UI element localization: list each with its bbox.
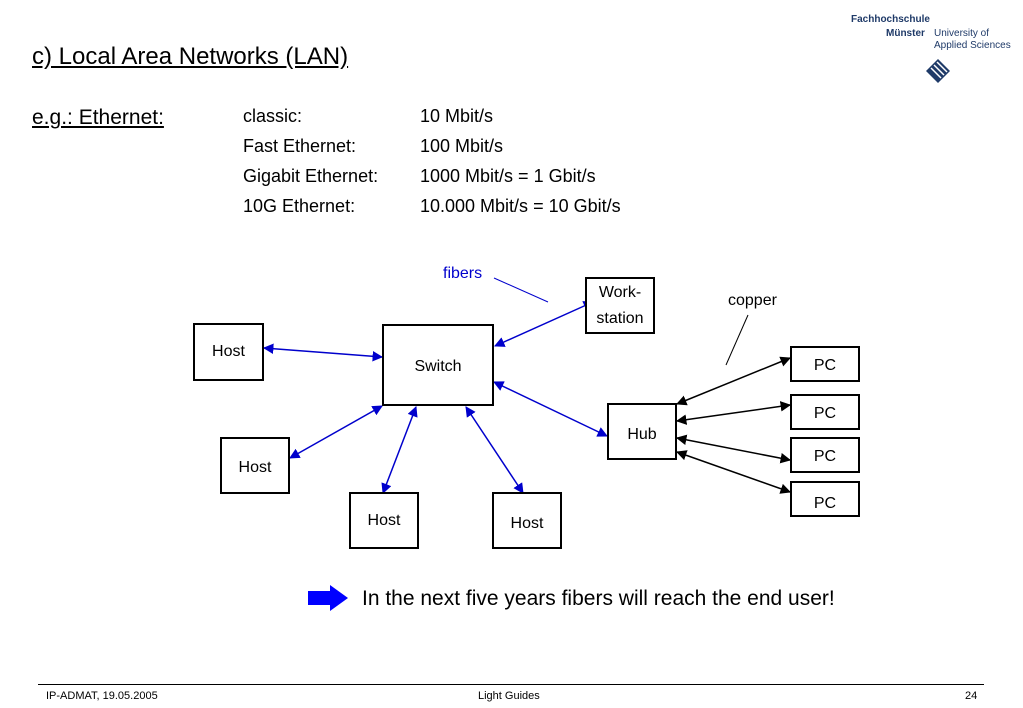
host-label: Host [368,512,401,529]
logo-text-line2: University of [934,28,990,39]
fiber-link-host4-switch [465,406,524,494]
ethernet-type-label: Gigabit Ethernet: [243,166,379,186]
university-logo-icon [926,59,950,83]
logo-text-line3: Applied Sciences [934,40,1011,51]
host-label: Host [511,515,544,532]
pc-label: PC [814,357,836,374]
ethernet-speed-value: 1000 Mbit/s = 1 Gbit/s [420,166,596,186]
ethernet-speed-value: 100 Mbit/s [420,136,504,156]
fiber-link-switch-hub [493,381,608,437]
workstation-node: Work- station [585,277,655,334]
page-number: 24 [965,690,978,702]
host-label: Host [239,459,272,476]
copper-link-hub-pc1 [676,356,791,406]
pc-node: PC [790,346,860,382]
switch-node: Switch [382,324,494,406]
fibers-label: fibers [443,265,482,282]
pc-label: PC [814,405,836,422]
copper-label: copper [728,292,778,309]
copper-link-hub-pc3 [675,434,792,464]
ethernet-type-label: classic: [243,106,303,126]
switch-label: Switch [414,358,461,375]
fibers-pointer-line [493,277,549,303]
pc-label: PC [814,448,836,465]
ethernet-type-label: Fast Ethernet: [243,136,357,156]
hub-label: Hub [627,426,656,443]
copper-pointer-line [725,314,749,366]
slide-title: c) Local Area Networks (LAN) [32,43,349,70]
host-node: Host [349,492,419,549]
ethernet-subtitle: e.g.: Ethernet: [32,106,164,129]
pc-label: PC [814,495,836,512]
ethernet-type-label: 10G Ethernet: [243,196,356,216]
logo-text-line1: Fachhochschule [851,14,930,25]
copper-link-hub-pc2 [675,401,792,425]
fiber-link-host1-switch [262,343,384,362]
fiber-link-host2-switch [289,405,383,459]
host-node: Host [492,492,562,549]
conclusion-text: In the next five years fibers will reach… [362,587,835,610]
pc-node: PC [790,394,860,430]
host-node: Host [193,323,264,381]
footer-divider [38,684,984,685]
fiber-link-host3-switch [381,406,418,494]
host-node: Host [220,437,290,494]
pc-node: PC [790,437,860,473]
workstation-label-line2: station [596,310,643,327]
copper-link-hub-pc4 [676,450,791,494]
pc-node: PC [790,481,860,517]
ethernet-speed-value: 10 Mbit/s [420,106,494,126]
host-label: Host [212,343,245,360]
workstation-label-line1: Work- [599,284,641,301]
hub-node: Hub [607,403,677,460]
logo-text-city: Münster [886,28,925,39]
footer-left: IP-ADMAT, 19.05.2005 [46,690,158,702]
ethernet-speed-value: 10.000 Mbit/s = 10 Gbit/s [420,196,621,216]
footer-center: Light Guides [478,690,540,702]
right-arrow-icon [308,585,348,611]
fiber-link-switch-workstation [494,301,594,347]
